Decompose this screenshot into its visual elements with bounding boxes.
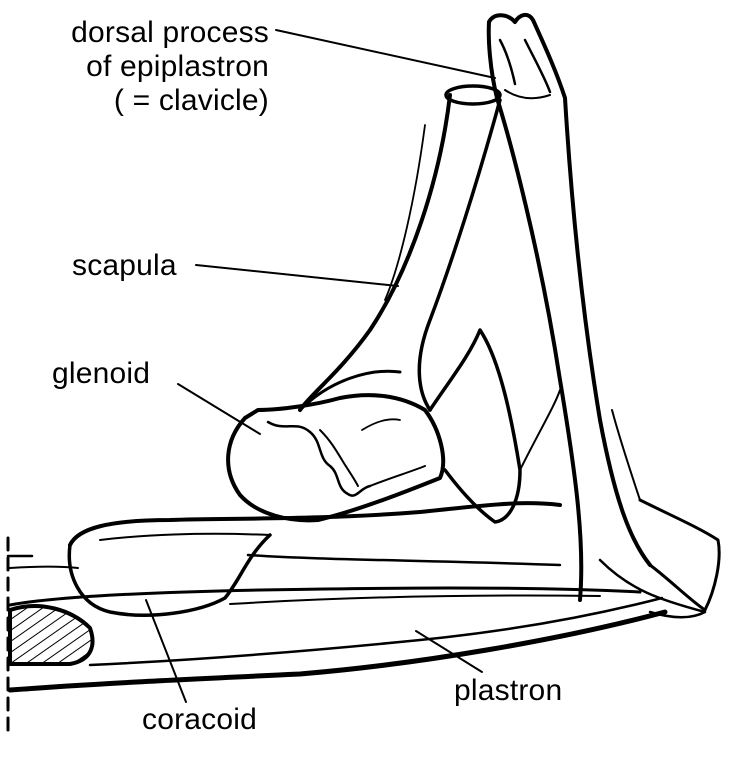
- glenoid-shape: [226, 393, 446, 523]
- clavicle-shape: [486, 13, 721, 619]
- leader-scapula: [195, 264, 399, 287]
- leader-dorsal: [275, 29, 496, 79]
- hatched-section: [8, 604, 95, 666]
- label-plastron: plastron: [454, 674, 563, 707]
- plastron-shape: [7, 565, 668, 693]
- label-coracoid: coracoid: [142, 703, 257, 736]
- label-scapula: scapula: [72, 249, 177, 282]
- leader-coracoid: [145, 599, 187, 703]
- label-dorsal-line-3: ( = clavicle): [113, 84, 269, 117]
- label-dorsal-process: dorsal process of epiplastron ( = clavic…: [71, 16, 269, 118]
- label-glenoid: glenoid: [52, 357, 151, 390]
- label-dorsal-line-1: dorsal process: [71, 16, 269, 49]
- leader-plastron: [415, 630, 483, 673]
- scapula-shape: [298, 84, 502, 412]
- leader-glenoid: [177, 383, 261, 435]
- leader-lines: [145, 29, 496, 703]
- acromion-shape: [428, 328, 561, 524]
- label-dorsal-line-2: of epiplastron: [86, 50, 269, 83]
